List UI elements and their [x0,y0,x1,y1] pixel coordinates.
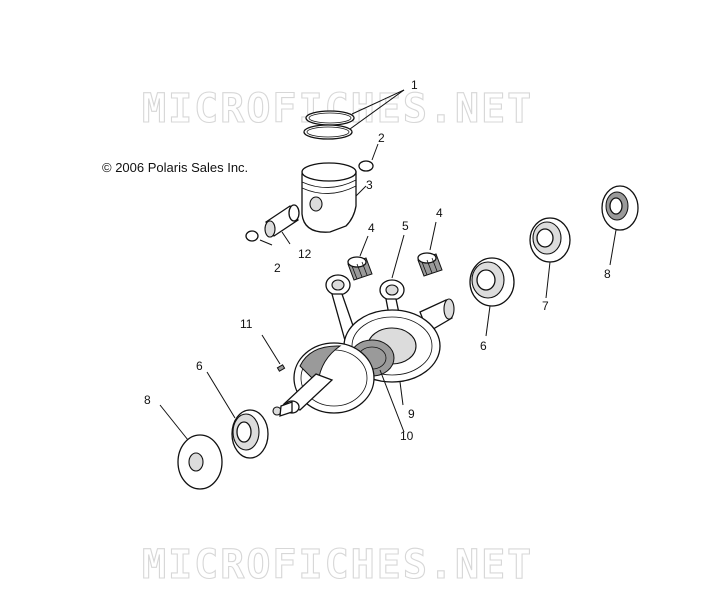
callout-4-right: 4 [436,206,443,220]
callout-11: 11 [240,317,253,331]
callout-2-lower: 2 [274,261,281,275]
leader-lines [159,89,617,441]
callout-12: 12 [298,247,312,261]
callout-6-left: 6 [196,359,203,373]
needle-bearing-left [347,256,373,281]
watermark-bottom: MICROFICHES.NET [142,542,533,588]
seal-left [177,434,223,490]
circlip-upper [358,160,374,172]
seal-right [601,185,639,231]
piston-rings [303,110,355,140]
callout-6-right: 6 [480,339,487,353]
crankshaft [272,298,455,417]
callout-10: 10 [400,429,414,443]
bearing-left [231,409,269,459]
bearing-outer [529,217,571,263]
callout-1: 1 [411,78,418,92]
callout-8-right: 8 [604,267,611,281]
needle-bearing-right [417,252,443,277]
callout-3: 3 [366,178,373,192]
callout-2-upper: 2 [378,131,385,145]
callout-4-left: 4 [368,221,375,235]
woodruff-key [276,364,286,372]
piston [301,162,357,233]
circlip-lower [245,230,259,242]
callout-8-left: 8 [144,393,151,407]
wrist-pin [264,204,300,238]
callout-7: 7 [542,299,549,313]
bearing-right [469,257,515,307]
callout-9: 9 [408,407,415,421]
copyright-text: © 2006 Polaris Sales Inc. [102,160,248,175]
callout-5: 5 [402,219,409,233]
